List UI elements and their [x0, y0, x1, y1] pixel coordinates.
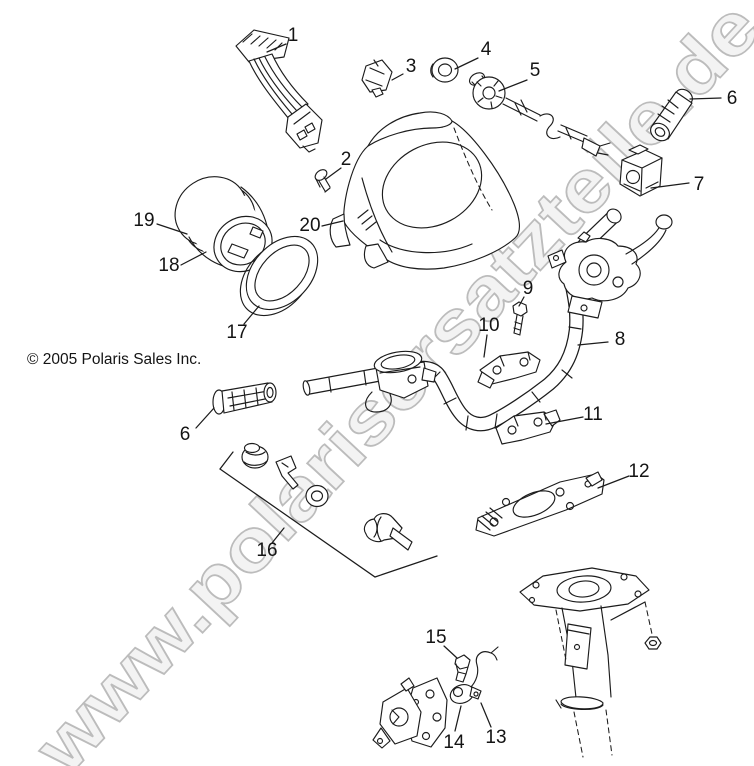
callout-1: 1 [266, 25, 299, 53]
part-pod-cover-drawing [329, 111, 520, 270]
callout-10: 10 [478, 315, 500, 358]
part-throttle-cable-drawing [468, 72, 611, 157]
callout-3-label: 3 [406, 56, 417, 77]
callout-11-label: 11 [583, 404, 603, 425]
callout-5-label: 5 [530, 60, 541, 81]
copyright-text: © 2005 Polaris Sales Inc. [27, 351, 201, 368]
callout-20-label: 20 [299, 215, 320, 236]
callout-14: 14 [443, 705, 465, 753]
callout-1-label: 1 [288, 25, 299, 46]
callout-19-label: 19 [133, 210, 154, 231]
callout-8: 8 [577, 329, 626, 350]
callout-13-label: 13 [485, 727, 506, 748]
part-clamp-upper-drawing [477, 351, 541, 389]
callout-3: 3 [391, 56, 417, 81]
callout-6-right: 6 [689, 88, 738, 109]
callout-9-label: 9 [523, 278, 534, 299]
callout-5: 5 [498, 60, 541, 92]
callout-19: 19 [133, 210, 188, 235]
callout-4-label: 4 [481, 39, 492, 60]
callout-17-label: 17 [226, 322, 247, 343]
part-screw-drawing [314, 169, 331, 193]
callout-10-label: 10 [478, 315, 499, 336]
callout-12: 12 [597, 461, 650, 489]
callout-13: 13 [480, 702, 507, 748]
callout-2: 2 [325, 149, 352, 180]
callout-14-label: 14 [443, 732, 465, 753]
callout-7-label: 7 [694, 174, 705, 195]
part-brake-lever-assembly-drawing [547, 214, 673, 319]
part-switch-drawing [361, 59, 393, 98]
callout-15: 15 [425, 627, 458, 659]
callouts: 1 2 3 4 5 6 7 8 [133, 25, 737, 753]
callout-16-label: 16 [256, 540, 277, 561]
part-mounting-plate-drawing [475, 471, 605, 537]
callout-12-label: 12 [628, 461, 649, 482]
part-speed-sensor-drawing [449, 646, 499, 704]
callout-18: 18 [158, 251, 207, 276]
part-ignition-switch-drawing [372, 677, 448, 749]
callout-4: 4 [454, 39, 492, 70]
part-grip-left-drawing [212, 382, 277, 415]
part-bolt-drawing [512, 301, 528, 336]
callout-2-label: 2 [341, 149, 352, 170]
part-grommet-drawing [430, 57, 459, 83]
callout-17: 17 [226, 305, 260, 343]
part-nut-drawing [610, 601, 662, 650]
callout-8-label: 8 [615, 329, 626, 350]
part-bolt-small-drawing [454, 654, 471, 683]
callout-7: 7 [650, 174, 705, 195]
callout-6-left-label: 6 [180, 424, 191, 445]
part-switch-housing-drawing [619, 144, 663, 197]
callout-11: 11 [545, 404, 603, 425]
callout-6-left: 6 [180, 407, 215, 445]
part-master-cylinder-drawing [365, 350, 437, 413]
callout-20: 20 [299, 215, 344, 236]
part-grip-right-drawing [650, 88, 693, 142]
callout-6-right-label: 6 [727, 88, 738, 109]
callout-18-label: 18 [158, 255, 179, 276]
part-wire-loom-drawing [235, 29, 323, 153]
part-bezel-ring-drawing [239, 235, 319, 317]
callout-9: 9 [518, 278, 534, 307]
part-key-kit-drawing [219, 442, 438, 578]
part-steering-post-drawing [519, 567, 650, 758]
callout-15-label: 15 [425, 627, 446, 648]
callout-16: 16 [256, 527, 285, 561]
